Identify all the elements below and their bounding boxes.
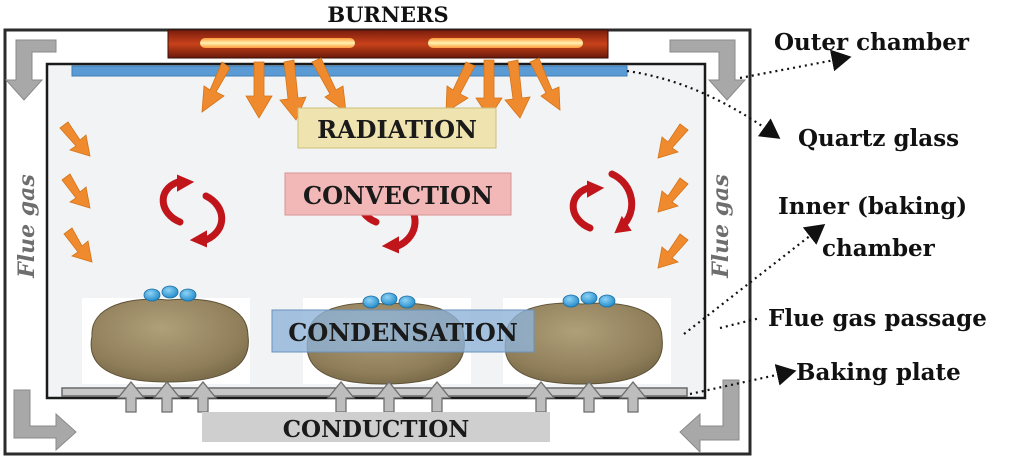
burners-label: BURNERS bbox=[327, 2, 448, 27]
condensation-drop bbox=[161, 285, 179, 299]
conduction-arrow bbox=[574, 380, 604, 413]
condensation-drop bbox=[143, 288, 161, 302]
burner-flame-right bbox=[428, 38, 583, 48]
flue-gas-passage-label: Flue gas passage bbox=[768, 305, 987, 332]
condensation-drop bbox=[179, 288, 197, 302]
conduction-arrow bbox=[116, 380, 146, 413]
leader-outer-chamber bbox=[739, 49, 852, 80]
outer-chamber-label: Outer chamber bbox=[774, 29, 970, 56]
convection-swirl-left bbox=[159, 174, 226, 248]
flue-gas-left-label: Flue gas bbox=[14, 174, 40, 279]
baking-plate bbox=[61, 387, 688, 397]
radiation-arrow bbox=[245, 61, 273, 119]
burner-assembly bbox=[167, 29, 609, 59]
flue-arrow-bottom-right bbox=[679, 379, 740, 454]
radiation-arrow bbox=[445, 61, 476, 113]
radiation-arrow bbox=[657, 177, 689, 213]
side-radiation-arrows bbox=[59, 121, 689, 269]
quartz-glass-label: Quartz glass bbox=[798, 125, 959, 152]
leader-lines bbox=[626, 49, 852, 396]
leader-flue-gas-passage bbox=[719, 316, 761, 330]
leader-baking-plate bbox=[689, 364, 797, 396]
flue-gas-right-label: Flue gas bbox=[708, 174, 734, 279]
flue-gas-arrows bbox=[4, 39, 747, 454]
condensation-label: CONDENSATION bbox=[288, 318, 518, 347]
flue-arrow-top-right bbox=[669, 39, 747, 101]
conduction-arrow bbox=[422, 380, 452, 413]
condensation-drop bbox=[380, 292, 398, 306]
conduction-arrow bbox=[188, 380, 218, 413]
condensation-droplets bbox=[143, 285, 616, 309]
conduction-arrow bbox=[374, 380, 404, 413]
condensation-drop bbox=[562, 294, 580, 308]
radiation-arrow bbox=[529, 57, 561, 111]
inner-chamber-label-line1: Inner (baking) bbox=[778, 193, 967, 220]
conduction-box bbox=[202, 412, 550, 442]
burner-flame-left bbox=[200, 38, 355, 48]
convection-swirl-right bbox=[569, 170, 636, 234]
condensation-drop bbox=[580, 291, 598, 305]
radiation-arrow bbox=[61, 173, 91, 209]
condensation-drop bbox=[598, 294, 616, 308]
conduction-arrows bbox=[116, 380, 648, 413]
convection-label: CONVECTION bbox=[303, 181, 493, 210]
conduction-arrow bbox=[526, 380, 556, 413]
radiation-arrow bbox=[63, 227, 93, 263]
conduction-label: CONDUCTION bbox=[283, 416, 470, 443]
conduction-arrow bbox=[152, 380, 182, 413]
bread-loaf-left bbox=[90, 298, 249, 383]
condensation-drop bbox=[398, 295, 416, 309]
conduction-arrow bbox=[618, 380, 648, 413]
flue-arrow-top-left bbox=[4, 39, 57, 101]
baking-plate-label: Baking plate bbox=[796, 359, 961, 386]
radiation-arrow bbox=[59, 121, 91, 157]
condensation-box bbox=[271, 309, 535, 353]
radiation-box bbox=[297, 107, 497, 149]
inner-chamber-label-line2: chamber bbox=[822, 235, 936, 262]
radiation-arrows bbox=[201, 57, 561, 121]
conduction-arrow bbox=[326, 380, 356, 413]
radiation-arrow bbox=[657, 233, 689, 269]
condensation-drop bbox=[362, 295, 380, 309]
flue-arrow-bottom-left bbox=[13, 389, 77, 452]
bread-loaf-right bbox=[504, 302, 663, 385]
radiation-arrow bbox=[311, 57, 347, 113]
radiation-arrow bbox=[201, 61, 231, 113]
radiation-label: RADIATION bbox=[317, 115, 477, 144]
radiation-arrow bbox=[657, 123, 689, 159]
radiation-arrow bbox=[504, 59, 531, 119]
convection-box bbox=[284, 172, 512, 216]
